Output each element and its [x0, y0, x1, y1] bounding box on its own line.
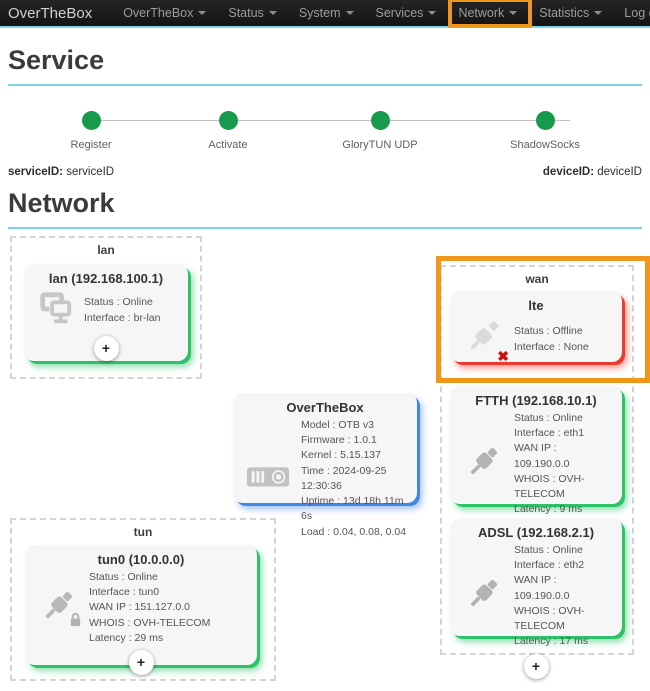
network-diagram: lan lan (192.168.100.1) Status	[8, 236, 650, 688]
service-section-title: Service	[8, 45, 105, 75]
overthebox-card-title: OverTheBox	[286, 400, 364, 415]
lan-group: lan lan (192.168.100.1) Status	[10, 236, 202, 379]
nav-item-statistics[interactable]: Statistics	[539, 6, 603, 20]
tun0-expand-button[interactable]: +	[128, 650, 154, 676]
lan-group-label: lan	[97, 243, 115, 257]
tun0-card-title: tun0 (10.0.0.0)	[97, 552, 185, 567]
network-screens-icon	[36, 289, 74, 332]
adsl-card-title: ADSL (192.168.2.1)	[477, 525, 595, 540]
router-box-icon	[245, 460, 291, 497]
chevron-down-icon	[509, 11, 518, 15]
step-dot-icon	[218, 111, 238, 130]
nav-item-logout[interactable]: Log out	[624, 6, 650, 20]
brand-logo[interactable]: OverTheBox	[8, 4, 93, 22]
lan-card-details: Status : Online Interface : br-lan	[84, 296, 161, 324]
tun-group-label: tun	[133, 525, 153, 539]
offline-cross-icon: ✖	[497, 348, 509, 364]
padlock-icon	[68, 612, 83, 632]
step-dot-icon	[535, 111, 555, 130]
overthebox-card: OverTheBox Model : OTB v3 Firmware : 1.0…	[233, 393, 417, 538]
tun0-card-details: Status : Online Interface : tun0 WAN IP …	[89, 571, 211, 644]
stepper-line	[91, 120, 570, 121]
lte-card-details: Status : Offline Interface : None	[514, 325, 589, 353]
lte-card: lte ✖ Status : Offline	[450, 291, 622, 364]
overthebox-card-details: Model : OTB v3 Firmware : 1.0.1 Kernel :…	[301, 419, 407, 538]
nav-item-network[interactable]: Network	[448, 0, 533, 28]
navbar: OverTheBox OverTheBox Status System Serv…	[0, 0, 650, 28]
nav-item-services[interactable]: Services	[376, 6, 437, 20]
chevron-down-icon	[594, 11, 603, 15]
lan-card-title: lan (192.168.100.1)	[48, 271, 164, 286]
nav-item-status[interactable]: Status	[228, 6, 277, 20]
adsl-card: ADSL (192.168.2.1) Status : Online	[450, 518, 622, 679]
device-id: deviceID: deviceID	[542, 166, 642, 178]
lte-card-title: lte	[528, 298, 544, 313]
step-dot-icon	[370, 111, 390, 130]
lan-expand-button[interactable]: +	[93, 336, 119, 361]
chevron-down-icon	[198, 11, 207, 15]
plug-disconnected-icon: ✖	[462, 316, 509, 364]
ids-row: serviceID: serviceID deviceID: deviceID	[8, 166, 642, 178]
adsl-card-details: Status : Online Interface : eth2 WAN IP …	[514, 544, 589, 648]
step-glorytun-udp: GloryTUN UDP	[305, 111, 455, 151]
step-activate: Activate	[153, 111, 303, 151]
chevron-down-icon	[428, 11, 437, 15]
ftth-card: FTTH (192.168.10.1) Status : Online	[450, 386, 622, 547]
plug-icon	[462, 573, 504, 620]
tun-group: tun tun0 (10.0.0.0)	[10, 518, 276, 681]
plug-lock-icon	[37, 585, 81, 632]
step-shadowsocks: ShadowSocks	[470, 111, 620, 151]
service-id: serviceID: serviceID	[8, 166, 115, 178]
plug-icon	[462, 441, 504, 488]
lan-card: lan (192.168.100.1) Status : Online	[24, 264, 188, 361]
wan-group-label: wan	[525, 272, 549, 286]
nav-item-overthebox[interactable]: OverTheBox	[123, 6, 207, 20]
chevron-down-icon	[345, 11, 354, 15]
chevron-down-icon	[268, 11, 277, 15]
ftth-card-details: Status : Online Interface : eth1 WAN IP …	[514, 412, 585, 516]
section-divider	[8, 227, 642, 229]
adsl-expand-button[interactable]: +	[523, 653, 549, 679]
section-divider	[8, 84, 642, 86]
wan-group: wan lte ✖ S	[440, 265, 634, 679]
network-section-title: Network	[8, 188, 115, 218]
tun0-card: tun0 (10.0.0.0)	[25, 545, 257, 676]
step-register: Register	[16, 111, 166, 151]
ftth-card-title: FTTH (192.168.10.1)	[475, 393, 597, 408]
step-dot-icon	[81, 111, 101, 130]
service-stepper: Register Activate GloryTUN UDP ShadowSoc…	[8, 86, 642, 164]
nav-item-system[interactable]: System	[299, 6, 354, 20]
